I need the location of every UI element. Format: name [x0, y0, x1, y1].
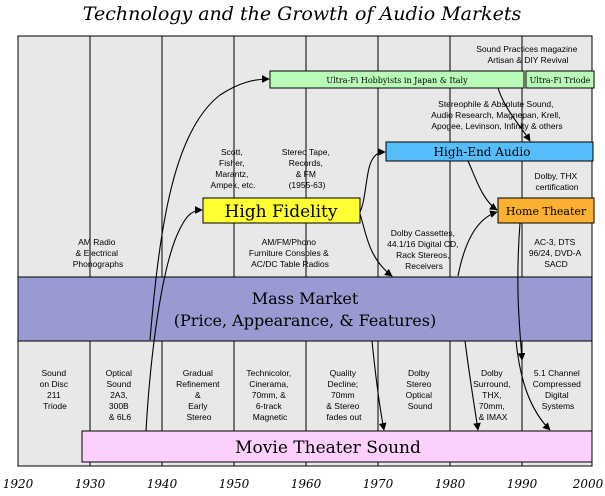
plot-background: [17, 35, 593, 467]
ultra-fi-triode-box: [525, 70, 595, 89]
arrow-hifi-to-highend: [359, 148, 386, 213]
note-quality-decline: Quality Decline; 70mm & Stereo fades out: [326, 368, 362, 422]
note-sound-practices: Sound Practices magazine Artisan & DIY R…: [476, 44, 580, 65]
tick-1960: 1960: [291, 477, 322, 491]
arrow-hometheater-to-movie: [517, 222, 526, 361]
arrow-massmarket-to-movie-3: [515, 340, 551, 431]
high-end-audio-label: High-End Audio: [434, 145, 531, 159]
note-technicolor: Technicolor, Cinerama, 70mm, & 6-track M…: [246, 368, 293, 422]
arrow-massmarket-to-movie: [371, 340, 387, 431]
tick-1990: 1990: [507, 477, 538, 491]
arrow-hifi-to-massmarket: [359, 213, 393, 277]
note-am-fm-phono: AM/FM/Phono Furniture Consoles & AC/DC T…: [249, 237, 331, 269]
arrow-massmarket-to-movie-2: [464, 340, 481, 431]
arrow-movie-to-ultrafi: [149, 75, 270, 341]
note-stereo-tape: Stereo Tape, Records, & FM (1955-63): [282, 147, 332, 190]
note-sound-on-disc: Sound on Disc 211 Triode: [40, 368, 71, 411]
mass-market-subtitle: (Price, Appearance, & Features): [174, 311, 436, 330]
tick-1980: 1980: [435, 477, 466, 491]
high-fidelity-box: [202, 197, 361, 224]
high-end-audio-box: [385, 141, 594, 162]
note-ac3-dts: AC-3, DTS 96/24, DVD-A SACD: [529, 237, 583, 269]
arrow-massmarket-to-hometheater: [457, 210, 498, 277]
diagram-title: Technology and the Growth of Audio Marke…: [83, 3, 522, 25]
home-theater-label: Home Theater: [506, 205, 587, 218]
high-fidelity-label: High Fidelity: [225, 202, 338, 222]
tick-1950: 1950: [219, 477, 250, 491]
mass-market-title: Mass Market: [252, 289, 359, 308]
arrow-ultrafi-to-triode: [497, 87, 531, 142]
note-gradual-refinement: Gradual Refinement & Early Stereo: [176, 368, 222, 422]
tick-1930: 1930: [75, 477, 106, 491]
tick-2000: 2000: [572, 477, 604, 491]
tick-1920: 1920: [3, 477, 34, 491]
note-optical-sound: Optical Sound 2A3, 300B & 6L6: [106, 368, 135, 422]
axis-tick-labels: 1920 1930 1940 1950 1960 1970 1980 1990 …: [3, 477, 604, 491]
tick-1970: 1970: [363, 477, 394, 491]
home-theater-box: [497, 197, 595, 224]
mass-market-box: [17, 276, 593, 342]
arrow-highend-to-hometheater: [467, 160, 498, 211]
note-scott-fisher: Scott, Fisher, Marantz, Ampex, etc.: [211, 147, 256, 190]
arrow-movie-to-hifi: [145, 206, 203, 432]
ultra-fi-hobbyists-box: [269, 70, 525, 89]
note-5-1-channel: 5.1 Channel Compressed Digital Systems: [533, 368, 584, 411]
movie-theater-box: [81, 430, 593, 463]
tick-1940: 1940: [147, 477, 178, 491]
note-am-radio: AM Radio & Electrical Phonographs: [73, 237, 124, 269]
note-dolby-thx: Dolby, THX certification: [534, 171, 579, 192]
movie-theater-label: Movie Theater Sound: [235, 438, 421, 458]
note-dolby-stereo: Dolby Stereo Optical Sound: [406, 368, 435, 411]
note-dolby-cassettes: Dolby Cassettes, 44.1/16 Digital CD, Rac…: [387, 228, 461, 271]
ultra-fi-hobbyists-label: Ultra-Fi Hobbyists in Japan & Italy: [326, 76, 468, 85]
note-stereophile: Stereophile & Absolute Sound, Audio Rese…: [431, 99, 563, 131]
note-dolby-surround: Dolby Surround, THX, 70mm, & IMAX: [473, 368, 513, 422]
flow-arrows: [145, 75, 551, 432]
ultra-fi-triode-label: Ultra-Fi Triode: [530, 76, 591, 85]
decade-gridlines: [89, 36, 523, 466]
